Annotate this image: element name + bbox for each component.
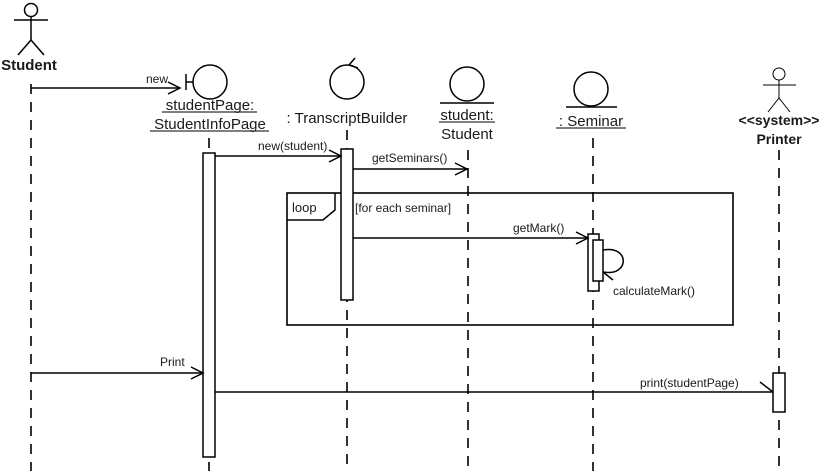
transcript-builder-label: : TranscriptBuilder	[287, 110, 408, 127]
student-page-activation	[202, 152, 216, 458]
student-entity-label-line1: student:	[440, 107, 493, 124]
message-print-label: Print	[160, 355, 185, 369]
participant-transcript-builder[interactable]: : TranscriptBuilder	[287, 57, 408, 127]
entity-icon	[440, 66, 494, 104]
actor-icon	[763, 67, 796, 113]
loop-operator-label: loop	[292, 200, 317, 215]
control-icon	[329, 57, 365, 100]
message-print-student-page-label: print(studentPage)	[640, 376, 739, 390]
printer-label: Printer	[756, 131, 802, 147]
message-get-seminars-label: getSeminars()	[372, 151, 447, 165]
loop-frame	[286, 192, 734, 326]
actor-icon	[14, 2, 48, 56]
message-new[interactable]: new	[31, 72, 182, 95]
message-calculate-mark-label: calculateMark()	[613, 284, 695, 298]
participant-student-entity[interactable]: student: Student	[439, 66, 495, 143]
message-new-student[interactable]: new(student)	[215, 139, 343, 163]
student-entity-label-line2: Student	[441, 126, 494, 143]
message-print-student-page[interactable]: print(studentPage)	[215, 376, 774, 393]
loop-operator-tab	[287, 193, 336, 221]
seminar-label: : Seminar	[559, 113, 623, 130]
student-actor-label: Student	[1, 57, 57, 74]
message-get-seminars[interactable]: getSeminars()	[353, 151, 469, 176]
boundary-icon	[185, 64, 228, 100]
message-print[interactable]: Print	[31, 355, 205, 380]
student-page-label-line2: StudentInfoPage	[154, 116, 266, 133]
participant-printer[interactable]: <<system>> Printer	[739, 67, 820, 147]
loop-guard-label: [for each seminar]	[355, 201, 451, 215]
printer-activation	[772, 372, 786, 413]
printer-stereotype-label: <<system>>	[739, 112, 820, 128]
participant-seminar[interactable]: : Seminar	[556, 71, 626, 130]
seminar-nested-activation	[592, 239, 604, 282]
participant-student-page[interactable]: studentPage: StudentInfoPage	[150, 64, 269, 133]
entity-icon	[566, 71, 617, 108]
transcript-builder-activation	[340, 148, 354, 301]
message-new-label: new	[146, 72, 168, 86]
participant-student-actor[interactable]: Student	[1, 2, 57, 75]
student-page-label-line1: studentPage:	[166, 97, 254, 114]
message-new-student-label: new(student)	[258, 139, 327, 153]
message-calculate-mark[interactable]: calculateMark()	[602, 248, 695, 298]
message-get-mark-label: getMark()	[513, 221, 564, 235]
loop-fragment: loop [for each seminar]	[286, 192, 734, 326]
message-get-mark[interactable]: getMark()	[353, 221, 590, 245]
